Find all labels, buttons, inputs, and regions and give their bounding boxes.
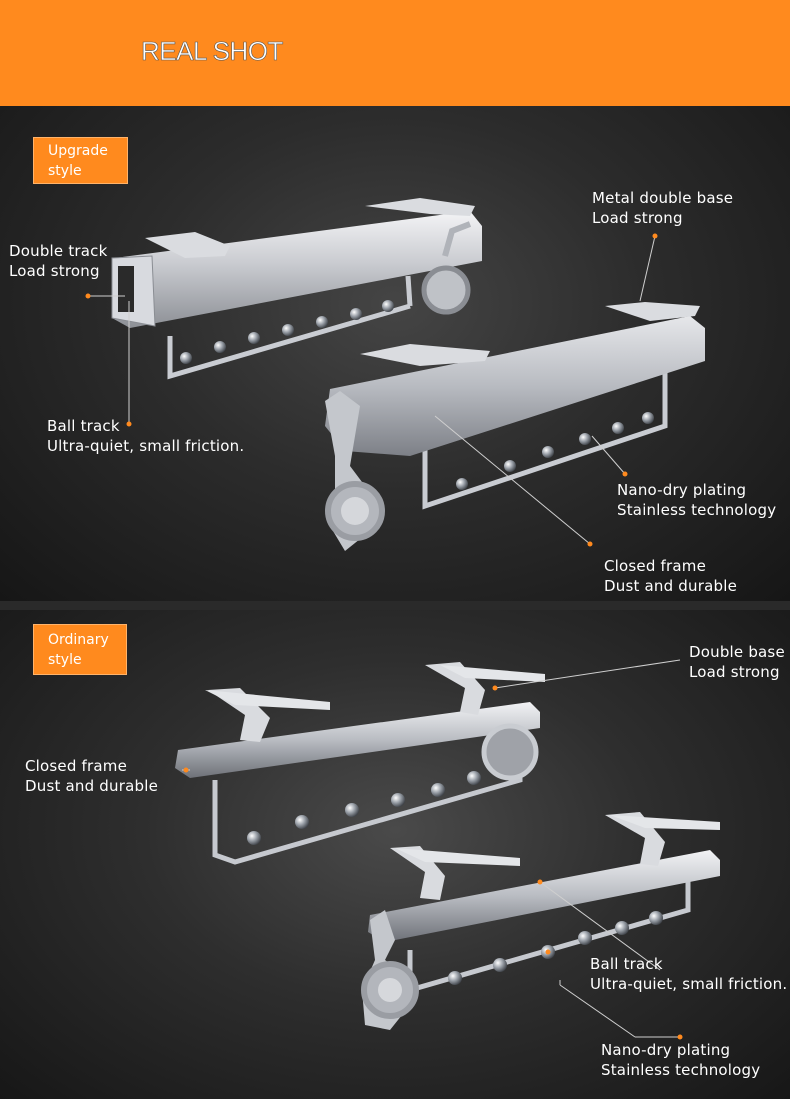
ordinary-callout-dots [183, 685, 683, 1040]
label-double-track: Double track Load strong [9, 242, 108, 280]
label-ball-track: Ball track Ultra-quiet, small friction. [47, 417, 245, 455]
ordinary-rack-back [175, 662, 545, 865]
section-divider [0, 601, 790, 610]
label-ordinary-ball-track: Ball track Ultra-quiet, small friction. [590, 955, 788, 993]
ordinary-style-panel: Ordinary style Double base Load strong C… [0, 610, 790, 1099]
upgrade-style-badge: Upgrade style [33, 137, 128, 184]
upgrade-callout-dots [85, 233, 658, 547]
header-banner: REAL SHOT [0, 0, 790, 106]
label-ordinary-closed-frame: Closed frame Dust and durable [25, 757, 159, 795]
ordinary-rack-front [361, 812, 720, 1030]
upgrade-rack-illustration [85, 198, 705, 551]
header-title: REAL SHOT [141, 36, 284, 67]
ordinary-style-badge: Ordinary style [33, 624, 127, 675]
ordinary-rack-illustration [175, 659, 720, 1040]
label-double-base: Double base Load strong [689, 643, 785, 681]
label-closed-frame: Closed frame Dust and durable [604, 557, 738, 595]
label-ordinary-nano-dry-plating: Nano-dry plating Stainless technology [601, 1041, 761, 1079]
upgrade-style-panel: Upgrade style Metal double base Load str… [0, 106, 790, 601]
upgrade-callout-lines [88, 235, 656, 545]
label-nano-dry-plating: Nano-dry plating Stainless technology [617, 481, 777, 519]
upgrade-rack-front [325, 302, 705, 551]
ordinary-callout-lines [182, 659, 681, 1038]
upgrade-rack-back [111, 198, 482, 380]
label-metal-double-base: Metal double base Load strong [592, 189, 734, 227]
